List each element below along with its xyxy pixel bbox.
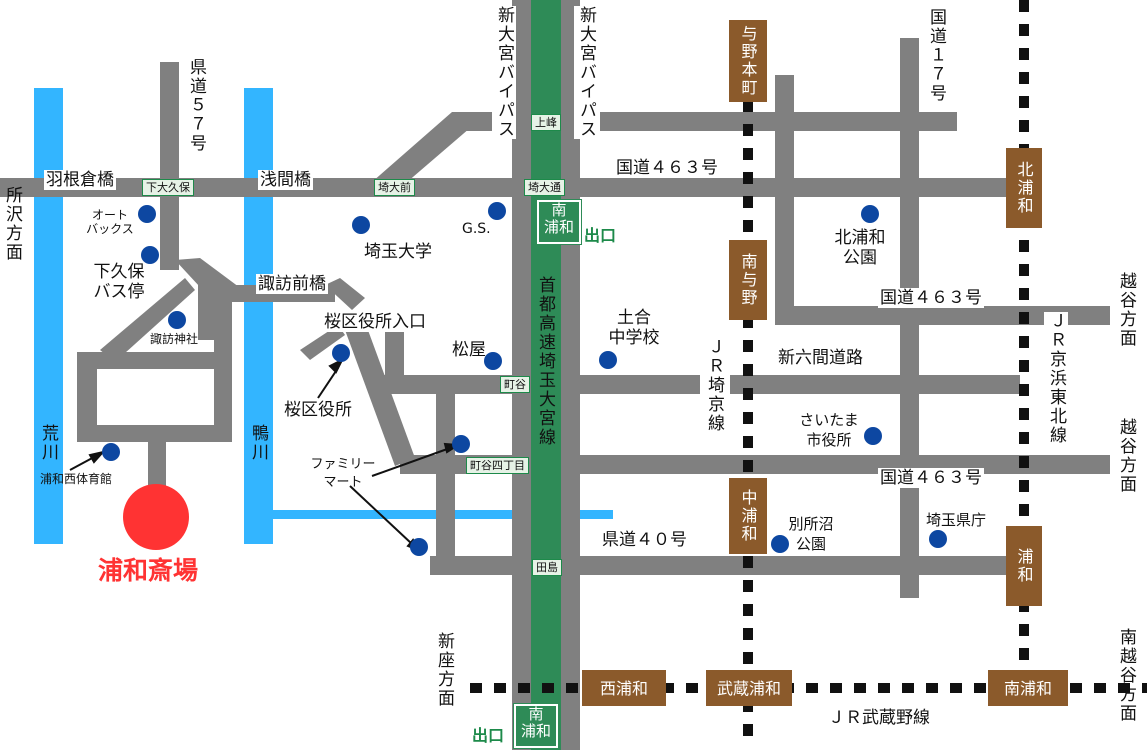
poi-saitama-univ[interactable]: [352, 216, 370, 234]
venue-label: 浦和斎場: [98, 556, 199, 585]
direction-tokorozawa: 所沢方面: [2, 186, 22, 262]
direction-minamikoshigaya: 南越谷方面: [1116, 628, 1136, 723]
poi-familymart-1[interactable]: [452, 435, 470, 453]
station-nishiurawa[interactable]: 西浦和: [582, 670, 666, 706]
label-jr-saikyo: ＪＲ埼京線: [702, 338, 726, 433]
intersection-machiya4: 町谷四丁目: [466, 457, 529, 474]
road-label-route40: 県道４０号: [600, 530, 689, 550]
poi-autobacks[interactable]: [138, 205, 156, 223]
exit-minamiurawa-bottom[interactable]: 南 浦和: [513, 703, 559, 749]
label-suwa-shrine: 諏訪神社: [150, 332, 199, 346]
poi-tsuchiai-jhs[interactable]: [599, 351, 617, 369]
poi-familymart-2[interactable]: [410, 538, 428, 556]
venue-marker[interactable]: [123, 484, 189, 550]
label-gym: 浦和西体育館: [40, 472, 113, 486]
poi-bessho-park[interactable]: [771, 535, 789, 553]
river-label-arakawa: 荒川: [38, 424, 58, 462]
exit-minamiurawa-top[interactable]: 南 浦和: [536, 199, 582, 245]
intersection-saidaimae: 埼大前: [374, 179, 415, 196]
label-sakuraku-office: 桜区役所: [284, 400, 352, 420]
label-bessho-park: 別所沼 公園: [788, 515, 834, 553]
label-jr-musashino: ＪＲ武蔵野線: [826, 708, 932, 728]
poi-gym[interactable]: [102, 443, 120, 461]
station-yonohonmachi[interactable]: 与野本町: [729, 20, 767, 102]
road-label-bypass-left: 新大宮バイパス: [492, 6, 516, 139]
poi-city-hall[interactable]: [864, 427, 882, 445]
intersection-saidaidori: 埼大通: [524, 179, 565, 196]
exit-label-top: 出口: [584, 226, 617, 245]
arakawa-river: [34, 88, 63, 544]
station-musashiurawa[interactable]: 武蔵浦和: [706, 670, 792, 706]
label-autobacks: オート バックス: [86, 208, 134, 236]
exit-label-bottom: 出口: [472, 726, 505, 745]
road-label-route17: 国道１７号: [924, 8, 948, 103]
poi-sakuraku-office[interactable]: [332, 344, 350, 362]
road-label-shinrokkendo: 新六間道路: [776, 348, 865, 368]
label-suwamae-bridge: 諏訪前橋: [256, 274, 328, 294]
poi-matsuya[interactable]: [484, 352, 502, 370]
road-label-bypass-right: 新大宮バイパス: [574, 6, 598, 139]
road-label-route463-top: 国道４６３号: [614, 158, 720, 178]
label-pref-office: 埼玉県庁: [926, 511, 987, 529]
label-shimookubo-busstop: 下久保 バス停: [93, 262, 145, 302]
label-saitama-univ: 埼玉大学: [364, 242, 432, 262]
station-kitaurawa[interactable]: 北浦和: [1006, 148, 1042, 228]
intersection-kamimine: 上峰: [531, 114, 561, 131]
label-tsuchiai-jhs: 土合 中学校: [608, 308, 660, 348]
poi-shimookubo-busstop[interactable]: [141, 246, 159, 264]
station-urawa[interactable]: 浦和: [1006, 526, 1042, 606]
direction-koshigaya-2: 越谷方面: [1116, 418, 1136, 494]
label-familymart: ファミリー マート: [310, 457, 376, 490]
label-asama-bridge: 浅間橋: [258, 170, 313, 190]
direction-koshigaya-1: 越谷方面: [1116, 272, 1136, 348]
station-minamiyono[interactable]: 南与野: [729, 240, 767, 320]
river-label-kamogawa: 鴨川: [248, 424, 268, 462]
road-label-expressway: 首都高速埼玉大宮線: [535, 276, 555, 447]
label-kitaurawa-park: 北浦和 公園: [834, 228, 886, 268]
poi-suwa-shrine[interactable]: [168, 311, 186, 329]
poi-pref-office[interactable]: [929, 530, 947, 548]
station-nakaurawa[interactable]: 中浦和: [729, 478, 767, 554]
direction-niiza: 新座方面: [434, 632, 454, 708]
kamogawa-river: [244, 88, 273, 544]
intersection-tajima: 田島: [532, 559, 562, 576]
callout-arrows: [69, 357, 462, 552]
label-haneguram-bridge: 羽根倉橋: [44, 170, 116, 190]
poi-kitaurawa-park[interactable]: [861, 205, 879, 223]
label-sakuraku-entrance: 桜区役所入口: [322, 312, 428, 332]
label-gs: G.S.: [462, 221, 491, 237]
intersection-shimookubo: 下大久保: [142, 179, 194, 196]
label-matsuya: 松屋: [452, 340, 486, 360]
road-label-route463-mid: 国道４６３号: [878, 288, 984, 308]
road-label-route57: 県道５７号: [184, 58, 208, 153]
intersection-machiya: 町谷: [500, 376, 530, 393]
station-minamiurawa[interactable]: 南浦和: [988, 670, 1068, 706]
poi-gs[interactable]: [488, 202, 506, 220]
label-city-hall: さいたま 市役所: [799, 411, 859, 449]
label-jr-keihin: ＪＲ京浜東北線: [1044, 312, 1068, 445]
road-label-route463-low: 国道４６３号: [878, 468, 984, 488]
